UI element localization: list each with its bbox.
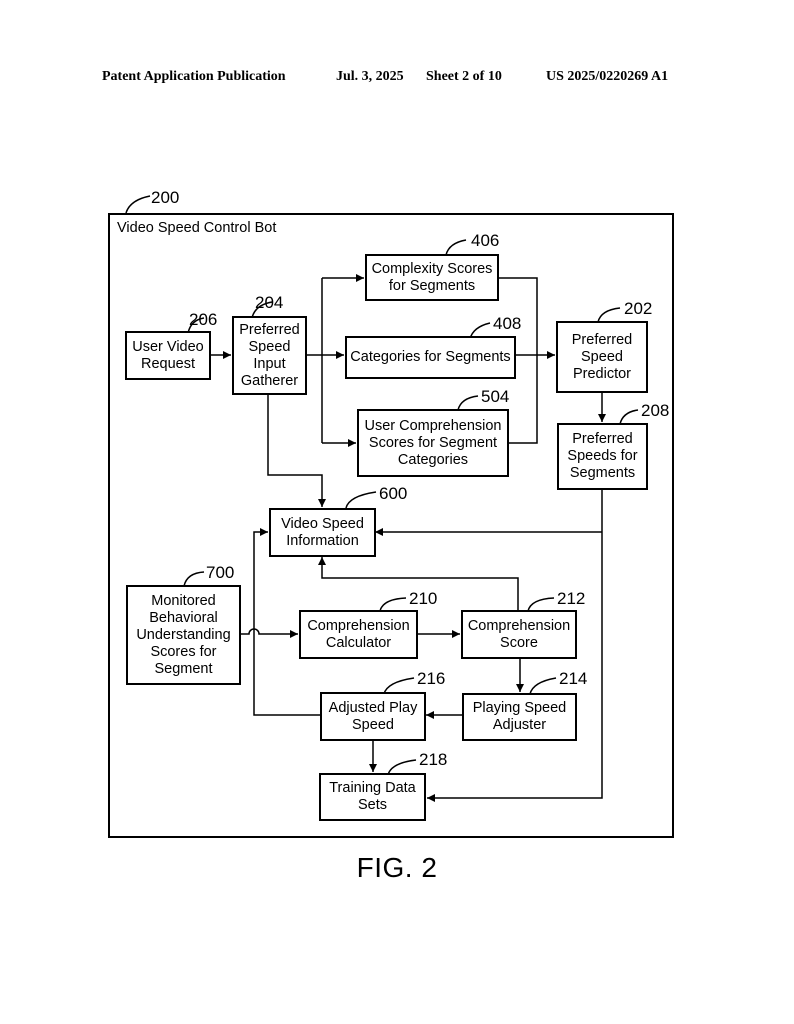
preferred-speed-input-gatherer-box: Preferred Speed Input Gatherer — [232, 316, 307, 395]
ref-208: 208 — [641, 401, 670, 420]
user-video-request-box: User Video Request — [125, 331, 211, 380]
ref-204: 204 — [255, 293, 284, 312]
join-complexity-comprehension — [498, 277, 538, 444]
header-sheet: Sheet 2 of 10 — [426, 69, 502, 84]
ref-504: 504 — [481, 387, 510, 406]
preferred-speeds-for-segments-box: Preferred Speeds for Segments — [557, 423, 648, 490]
header-publication-number: US 2025/0220269 A1 — [546, 69, 669, 84]
leader-202 — [597, 307, 621, 323]
ref-700: 700 — [206, 563, 235, 582]
ref-218: 218 — [419, 750, 448, 769]
ref-214: 214 — [559, 669, 588, 688]
training-data-sets-box: Training Data Sets — [319, 773, 426, 821]
ref-216: 216 — [417, 669, 446, 688]
leader-406 — [445, 239, 467, 256]
comprehension-calculator-box: Comprehension Calculator — [299, 610, 418, 659]
leader-212 — [527, 597, 555, 612]
leader-206 — [187, 317, 205, 334]
ref-408: 408 — [493, 314, 522, 333]
leader-700 — [183, 571, 205, 587]
leader-600 — [345, 491, 377, 509]
arrow-adjusted-to-video-info — [253, 528, 320, 716]
ref-206: 206 — [189, 310, 218, 329]
ref-202: 202 — [624, 299, 653, 318]
comprehension-score-box: Comprehension Score — [461, 610, 577, 659]
complexity-scores-box: Complexity Scores for Segments — [365, 254, 499, 301]
categories-for-segments-box: Categories for Segments — [345, 336, 516, 379]
arrow-speeds-to-training — [427, 490, 603, 802]
header-date: Jul. 3, 2025 — [336, 69, 404, 84]
frame-title: Video Speed Control Bot — [117, 220, 277, 236]
arrow-gatherer-to-video-info — [267, 394, 326, 507]
ref-406: 406 — [471, 231, 500, 250]
header-publication-label: Patent Application Publication — [102, 69, 286, 84]
ref-600: 600 — [379, 484, 408, 503]
adjusted-play-speed-box: Adjusted Play Speed — [320, 692, 426, 741]
video-speed-control-bot-frame — [108, 213, 674, 838]
preferred-speed-predictor-box: Preferred Speed Predictor — [556, 321, 648, 393]
user-comprehension-scores-box: User Comprehension Scores for Segment Ca… — [357, 409, 509, 477]
ref-210: 210 — [409, 589, 438, 608]
leader-214 — [529, 677, 557, 695]
leader-208 — [619, 409, 639, 425]
video-speed-information-box: Video Speed Information — [269, 508, 376, 557]
leader-200 — [125, 195, 151, 214]
arrow-score-to-video-info — [318, 557, 519, 612]
leader-504 — [457, 395, 479, 411]
leader-204 — [251, 301, 273, 319]
ref-212: 212 — [557, 589, 586, 608]
leader-210 — [379, 597, 407, 612]
playing-speed-adjuster-box: Playing Speed Adjuster — [462, 693, 577, 741]
monitored-behavioral-scores-box: Monitored Behavioral Understanding Score… — [126, 585, 241, 685]
ref-200: 200 — [151, 188, 180, 207]
figure-caption: FIG. 2 — [356, 852, 438, 883]
